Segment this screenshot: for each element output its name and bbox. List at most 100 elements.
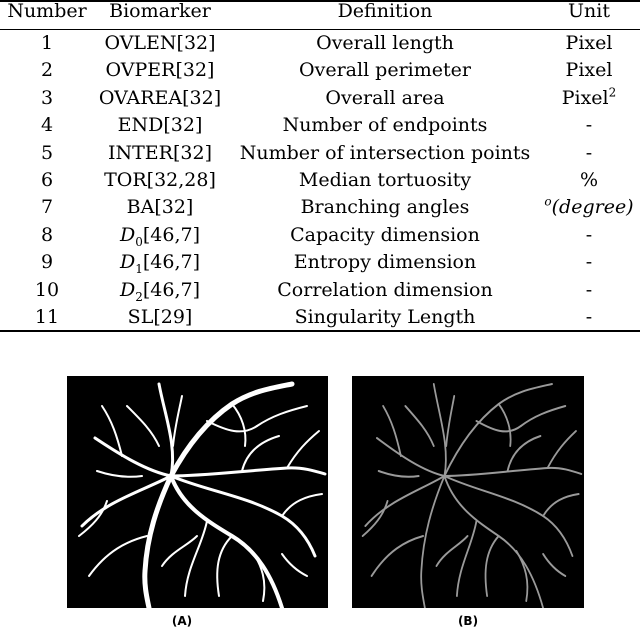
- row-biomarker: BA[32]: [126, 196, 194, 219]
- biomarker-subscript: 2: [135, 289, 143, 304]
- vessel-segment: [286, 430, 320, 469]
- vessel-segment: [281, 493, 323, 517]
- row-number: 10: [34, 278, 60, 301]
- vessel-segment: [126, 405, 160, 447]
- vessel-segment: [169, 474, 317, 558]
- table-top-rule: [0, 0, 640, 2]
- vessel-segment: [231, 403, 247, 447]
- row-biomarker: TOR[32,28]: [104, 169, 216, 191]
- table-bottom-rule: [0, 330, 640, 332]
- vessel-segment: [78, 500, 108, 537]
- figure-a-binary-vessel-map: [67, 376, 328, 608]
- row-number: 3: [40, 86, 54, 109]
- row-definition: Overall length: [316, 32, 454, 54]
- row-definition: Entropy dimension: [293, 251, 477, 274]
- vessel-segment: [256, 405, 308, 427]
- unit-superscript: 2: [608, 85, 617, 100]
- row-definition: Singularity Length: [294, 306, 476, 328]
- row-biomarker: D0[46,7]: [119, 223, 200, 249]
- vessel-segment: [435, 535, 469, 567]
- vessel-segment: [515, 550, 529, 602]
- vessel-segment: [445, 395, 456, 447]
- row-biomarker: D1[46,7]: [119, 251, 201, 276]
- biomarker-symbol: D: [119, 223, 136, 246]
- vessel-segment: [506, 435, 542, 472]
- vessel-segment: [456, 520, 478, 597]
- vessel-segment: [546, 430, 577, 469]
- row-biomarker: END[32]: [117, 114, 203, 137]
- header-unit: Unit: [568, 0, 610, 22]
- biomarker-ref: [46,7]: [142, 251, 201, 274]
- row-biomarker: OVLEN[32]: [104, 32, 216, 54]
- row-definition: Overall area: [325, 86, 445, 109]
- vessel-segment: [251, 550, 266, 602]
- row-number: 8: [40, 223, 54, 246]
- vessel-segment: [404, 405, 435, 447]
- vessel-segment: [364, 475, 446, 527]
- unit-text: (degree): [551, 196, 634, 219]
- vessel-segment: [184, 520, 208, 597]
- vessel-segment: [96, 470, 143, 478]
- header-definition: Definition: [337, 0, 433, 22]
- row-number: 1: [40, 32, 54, 54]
- unit-text: Pixel: [561, 86, 609, 109]
- vessel-segment: [542, 553, 567, 577]
- biomarker-symbol: D: [119, 278, 136, 301]
- biomarker-subscript: 0: [135, 234, 143, 249]
- row-unit: -: [585, 278, 593, 301]
- vessel-segment: [142, 473, 174, 608]
- vessel-segment: [443, 466, 583, 477]
- row-unit: -: [585, 306, 593, 328]
- row-unit: Pixel2: [561, 85, 617, 109]
- vessel-segment: [376, 437, 446, 477]
- row-definition: Capacity dimension: [290, 223, 480, 246]
- row-number: 4: [40, 114, 54, 137]
- vessel-segment: [241, 435, 280, 472]
- vessel-segment: [206, 420, 258, 433]
- vessel-segment: [497, 403, 512, 447]
- vessel-segment: [475, 420, 522, 433]
- row-unit: Pixel: [565, 59, 613, 82]
- row-definition: Number of intersection points: [239, 141, 531, 164]
- vessel-segment: [80, 474, 173, 528]
- row-number: 7: [40, 196, 54, 219]
- row-definition: Median tortuosity: [298, 169, 472, 191]
- vessel-segment: [370, 535, 424, 577]
- row-biomarker: OVPER[32]: [105, 59, 215, 82]
- row-unit: -: [585, 251, 593, 274]
- figure-b-skeleton-vessel-map: [352, 376, 584, 608]
- vessel-segment: [281, 553, 308, 577]
- row-biomarker: SL[29]: [127, 306, 193, 328]
- figure-a-caption: (A): [171, 614, 193, 628]
- vessel-segment: [88, 535, 148, 577]
- row-unit: -: [585, 141, 593, 164]
- vessel-tree-a: [78, 381, 327, 608]
- row-unit: o(degree): [544, 196, 633, 218]
- biomarker-symbol: D: [119, 251, 136, 274]
- vessel-segment: [432, 383, 447, 477]
- row-number: 2: [40, 59, 54, 82]
- vessel-segment: [382, 405, 402, 457]
- vessel-segment: [542, 493, 580, 517]
- vessel-segment: [484, 535, 500, 597]
- row-number: 6: [40, 169, 54, 191]
- biomarker-subscript: 1: [135, 261, 143, 276]
- vessel-tree-b: [361, 383, 583, 608]
- row-unit: %: [579, 169, 599, 191]
- row-unit: Pixel: [565, 32, 613, 54]
- vessel-segment: [161, 535, 198, 567]
- row-biomarker: D2[46,7]: [119, 278, 200, 304]
- header-biomarker: Biomarker: [109, 0, 211, 22]
- row-definition: Number of endpoints: [282, 114, 488, 137]
- row-definition: Correlation dimension: [277, 278, 493, 301]
- vessel-segment: [361, 500, 389, 537]
- vessel-segment: [377, 470, 420, 478]
- row-number: 11: [34, 306, 60, 328]
- vessel-segment: [101, 405, 123, 457]
- row-number: 5: [40, 141, 54, 164]
- vessel-segment: [420, 475, 446, 608]
- row-biomarker: INTER[32]: [108, 141, 212, 164]
- vessel-segment: [93, 436, 173, 478]
- row-definition: Branching angles: [300, 196, 470, 219]
- vessel-segment: [169, 466, 327, 478]
